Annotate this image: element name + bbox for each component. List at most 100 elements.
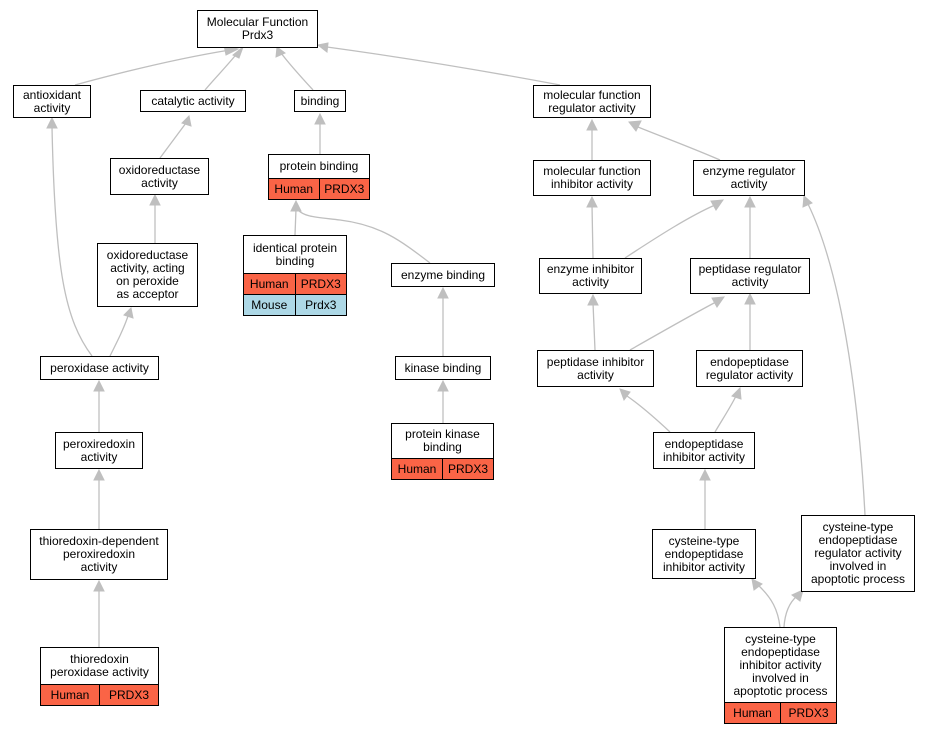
arrowhead [316,42,329,53]
arrowhead [791,589,804,602]
gene-cell: Prdx3 [294,295,346,315]
node-cysteine-type-endopeptidase-regulator-apoptotic[interactable]: cysteine-type endopeptidase regulator ac… [801,515,915,592]
node-label: molecular function inhibitor activity [543,164,641,191]
node-catalytic-activity[interactable]: catalytic activity [140,90,246,112]
arrowhead [744,292,756,305]
node-label: endopeptidase regulator activity [705,354,794,382]
node-label: protein kinase binding [405,427,480,454]
node-protein-kinase-binding[interactable]: protein kinase binding Human PRDX3 [391,423,494,480]
node-cysteine-type-endopeptidase-inhibitor-apoptotic[interactable]: cysteine-type endopeptidase inhibitor ac… [724,627,837,724]
node-label: oxidoreductase activity [118,162,201,190]
node-enzyme-binding[interactable]: enzyme binding [391,263,495,287]
node-peroxiredoxin-activity[interactable]: peroxiredoxin activity [55,432,143,469]
node-thioredoxin-peroxidase-activity[interactable]: thioredoxin peroxidase activity Human PR… [40,647,159,706]
edge-ei-mfi [591,204,594,259]
node-label: peptidase inhibitor activity [546,354,645,382]
edge-eb-pb [297,209,431,264]
node-antioxidant-activity[interactable]: antioxidant activity [13,85,91,118]
node-label: cysteine-type endopeptidase inhibitor ac… [733,631,828,698]
node-oxidoreductase-activity[interactable]: oxidoreductase activity [110,158,209,195]
edge-perox-oxper [109,315,129,357]
node-label: enzyme inhibitor activity [546,262,635,289]
annotation-row: Human PRDX3 [41,684,158,705]
node-thioredoxin-dependent-peroxiredoxin-activity[interactable]: thioredoxin-dependent peroxiredoxin acti… [30,529,168,580]
edge-bind-mf [280,52,314,91]
arrowhead [314,112,326,125]
arrowhead [290,199,302,212]
arrowhead [232,45,245,59]
node-label: peroxidase activity [50,360,149,375]
node-label: peroxiredoxin activity [62,436,136,464]
node-label: enzyme binding [400,267,486,282]
gene-cell: PRDX3 [318,179,369,199]
arrowhead [149,193,161,206]
edge-ident-pb [294,208,297,236]
node-molecular-function-inhibitor-activity[interactable]: molecular function inhibitor activity [533,160,651,196]
arrowhead [751,578,763,591]
arrowhead [93,579,105,592]
gene-cell: PRDX3 [99,685,158,705]
species-cell: Human [244,274,295,294]
species-cell: Mouse [244,295,295,315]
arrowhead [46,116,58,129]
node-label: protein binding [279,159,359,173]
arrowhead [587,293,599,306]
arrowhead [744,195,756,208]
node-label: binding [300,93,340,108]
node-endopeptidase-inhibitor-activity[interactable]: endopeptidase inhibitor activity [653,432,755,469]
arrowhead [711,296,726,308]
node-label: enzyme regulator activity [702,164,796,191]
node-label: oxidoreductase activity, acting on perox… [106,248,189,301]
annotation-row: Mouse Prdx3 [244,294,346,315]
node-peroxidase-activity[interactable]: peroxidase activity [40,356,159,380]
edge-mfr-mf [326,46,561,86]
node-protein-binding[interactable]: protein binding Human PRDX3 [268,154,370,200]
annotation-row: Human PRDX3 [392,458,493,479]
edge-pi-pr [629,301,717,351]
node-kinase-binding[interactable]: kinase binding [395,356,491,380]
node-label: cysteine-type endopeptidase inhibitor ac… [662,533,746,574]
node-label: identical protein binding [252,240,338,268]
arrowhead [93,468,105,481]
arrowhead [275,46,286,58]
gene-cell: PRDX3 [442,459,493,479]
annotation-row: Human PRDX3 [725,702,836,723]
arrowhead [181,114,192,127]
edge-er-mfr [637,126,721,161]
arrowhead [628,120,642,132]
node-label: Molecular Function Prdx3 [206,15,309,42]
node-label: peptidase regulator activity [698,262,802,289]
edge-epi-pi [626,395,671,433]
arrowhead [586,118,598,131]
node-peptidase-inhibitor-activity[interactable]: peptidase inhibitor activity [537,350,654,387]
edge-antiox-mf [74,49,231,86]
node-enzyme-inhibitor-activity[interactable]: enzyme inhibitor activity [539,258,642,294]
edge-cepr-er [807,203,866,516]
node-identical-protein-binding[interactable]: identical protein binding Human PRDX3 Mo… [243,235,347,316]
node-label: thioredoxin-dependent peroxiredoxin acti… [39,534,159,574]
gene-cell: PRDX3 [294,274,346,294]
node-label: cysteine-type endopeptidase regulator ac… [810,520,906,586]
node-molecular-function[interactable]: Molecular Function Prdx3 [197,10,318,48]
arrowhead [586,195,598,208]
arrowhead [93,379,105,392]
edge-epi-epr [714,395,737,433]
node-cysteine-type-endopeptidase-inhibitor-activity[interactable]: cysteine-type endopeptidase inhibitor ac… [652,529,756,579]
species-cell: Human [725,703,780,723]
node-endopeptidase-regulator-activity[interactable]: endopeptidase regulator activity [696,350,803,387]
node-label: molecular function regulator activity [543,87,641,115]
node-oxidoreductase-peroxide-acceptor[interactable]: oxidoreductase activity, acting on perox… [97,243,198,307]
node-binding[interactable]: binding [294,90,346,112]
edge-cepia-cepr [783,595,798,628]
node-peptidase-regulator-activity[interactable]: peptidase regulator activity [690,258,810,294]
arrowhead [699,468,711,481]
node-enzyme-regulator-activity[interactable]: enzyme regulator activity [693,160,805,196]
node-label: catalytic activity [151,93,235,108]
arrowhead [731,386,742,400]
species-cell: Human [269,179,319,199]
arrowhead [619,388,631,402]
node-molecular-function-regulator-activity[interactable]: molecular function regulator activity [533,85,651,118]
node-label: thioredoxin peroxidase activity [50,652,149,679]
node-label: endopeptidase inhibitor activity [662,436,746,464]
